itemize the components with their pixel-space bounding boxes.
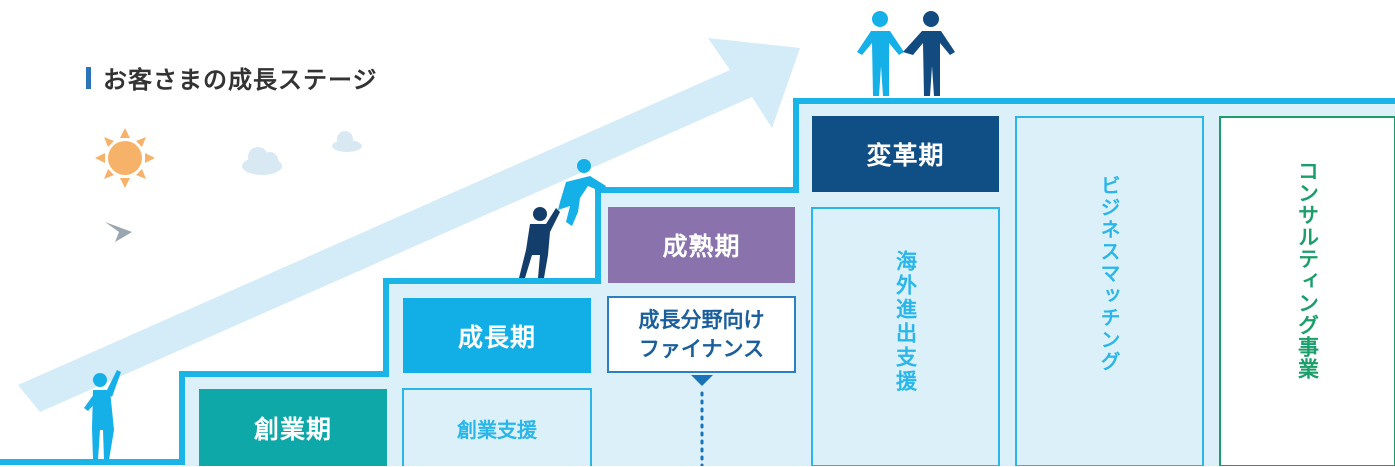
service-finance: 成長分野向け ファイナンス [608, 297, 795, 372]
title-text: お客さまの成長ステージ [103, 66, 378, 94]
service-overseas-label: 海外進出支援 [893, 250, 918, 394]
service-startup-support: 創業支援 [403, 389, 591, 467]
service-matching: ビジネスマッチング [1016, 175, 1203, 415]
title-marker [86, 66, 91, 89]
stage-transformation-label: 変革期 [866, 141, 945, 170]
section-title: お客さまの成長ステージ [86, 60, 378, 95]
service-overseas: 海外進出支援 [812, 250, 999, 440]
staircase-line [0, 98, 1395, 465]
pointer-triangle [691, 375, 713, 386]
service-startup-support-label: 創業支援 [457, 417, 537, 442]
startup-support-frame [402, 388, 592, 466]
stage-founding: 創業期 [199, 389, 387, 466]
stage-growth: 成長期 [403, 298, 591, 373]
staircase-fill [182, 101, 1395, 466]
stage-founding-label: 創業期 [253, 414, 332, 444]
finance-frame [607, 296, 796, 373]
consulting-frame [1219, 116, 1395, 466]
people-climbing-icon [519, 159, 606, 278]
cloud-icon [242, 131, 362, 175]
bird-icon [105, 222, 132, 242]
stage-maturity: 成熟期 [608, 207, 795, 283]
sun-icon [95, 128, 155, 188]
service-finance-line1: 成長分野向け [638, 307, 765, 332]
overseas-frame [811, 207, 1000, 466]
service-matching-label: ビジネスマッチング [1097, 175, 1121, 373]
growth-arrow [18, 38, 800, 412]
service-finance-line2: ファイナンス [638, 336, 765, 361]
stage-transformation: 変革期 [812, 116, 999, 192]
service-consulting-label: コンサルティング事業 [1295, 160, 1320, 380]
people-holding-hands-icon [857, 11, 955, 96]
person-cheering-icon [84, 370, 121, 460]
service-consulting: コンサルティング事業 [1220, 160, 1395, 430]
stage-growth-label: 成長期 [457, 322, 536, 352]
stage-maturity-label: 成熟期 [662, 232, 741, 261]
matching-frame [1015, 116, 1204, 466]
